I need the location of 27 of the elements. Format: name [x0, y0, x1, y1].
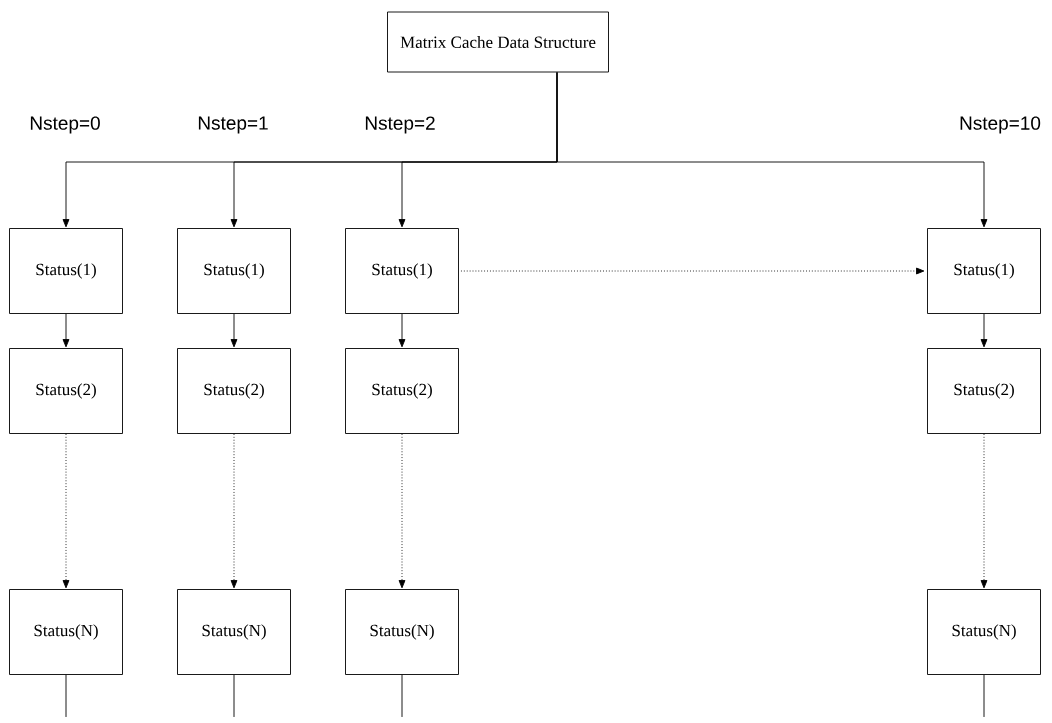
- status-box: Status(1): [177, 228, 291, 314]
- status-box: Status(2): [345, 348, 459, 434]
- status-box: Status(1): [345, 228, 459, 314]
- arrow: [62, 313, 70, 348]
- status-box: Status(2): [177, 348, 291, 434]
- status-box: Status(N): [177, 589, 291, 675]
- arrow: [398, 433, 406, 589]
- status-box: Status(2): [9, 348, 123, 434]
- arrow: [980, 433, 988, 589]
- status-box: Status(N): [9, 589, 123, 675]
- arrow: [398, 313, 406, 348]
- status-box: Status(1): [9, 228, 123, 314]
- step-label: Nstep=0: [30, 116, 100, 134]
- arrow: [980, 313, 988, 348]
- arrow: [230, 433, 238, 589]
- arrow: [230, 313, 238, 348]
- arrow: [460, 267, 925, 275]
- status-box: Status(2): [927, 348, 1041, 434]
- step-label: Nstep=10: [960, 116, 1041, 134]
- arrow: [62, 433, 70, 589]
- status-box: Status(1): [927, 228, 1041, 314]
- status-box: Status(N): [345, 589, 459, 675]
- step-label: Nstep=1: [198, 116, 268, 134]
- title-box: Matrix Cache Data Structure: [387, 11, 609, 73]
- status-box: Status(N): [927, 589, 1041, 675]
- arrow: [556, 72, 988, 228]
- step-label: Nstep=2: [365, 116, 435, 134]
